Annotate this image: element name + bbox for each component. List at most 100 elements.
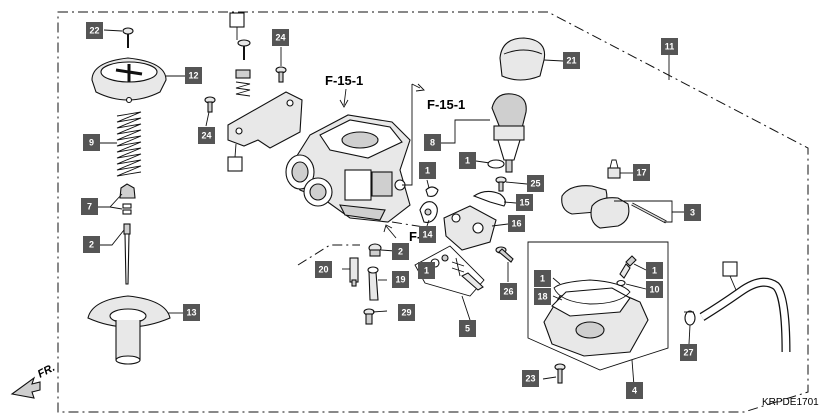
ref-f15-1-b[interactable]: F-15-1 [427, 97, 465, 112]
drain-screw-10 [616, 255, 637, 287]
connector-17 [607, 159, 621, 179]
callout-29[interactable]: 29 [398, 304, 415, 321]
blank-box-b [227, 156, 243, 172]
clip-15 [472, 190, 506, 207]
svg-text:24: 24 [201, 131, 211, 141]
callout-9[interactable]: 9 [83, 134, 100, 151]
leader [98, 206, 123, 210]
callout-8[interactable]: 8 [424, 134, 441, 151]
callout-1c[interactable]: 1 [418, 262, 435, 279]
callout-24b[interactable]: 24 [198, 127, 215, 144]
jet-needle-2 [123, 223, 131, 285]
callout-10[interactable]: 10 [646, 281, 663, 298]
front-arrow-icon [10, 376, 41, 399]
screw-23 [554, 363, 566, 384]
auto-bystarter-8 [491, 93, 527, 173]
callout-1a[interactable]: 1 [459, 152, 476, 169]
svg-text:22: 22 [89, 26, 99, 36]
svg-text:5: 5 [465, 324, 470, 334]
svg-text:16: 16 [511, 219, 521, 229]
callout-1e[interactable]: 1 [646, 262, 663, 279]
callout-16[interactable]: 16 [508, 215, 525, 232]
blank-box-a [229, 12, 245, 28]
svg-text:25: 25 [530, 179, 540, 189]
float-chamber-group [527, 241, 669, 371]
screw-24-top [275, 66, 287, 83]
svg-text:8: 8 [430, 138, 435, 148]
svg-text:17: 17 [636, 168, 646, 178]
callout-22[interactable]: 22 [86, 22, 103, 39]
svg-text:12: 12 [188, 71, 198, 81]
callout-23[interactable]: 23 [522, 370, 539, 387]
float-chamber-4 [543, 287, 649, 357]
svg-text:18: 18 [537, 292, 547, 302]
svg-text:1: 1 [652, 266, 657, 276]
svg-text:11: 11 [665, 42, 675, 52]
svg-text:3: 3 [690, 208, 695, 218]
svg-text:2: 2 [398, 247, 403, 257]
callout-15[interactable]: 15 [516, 194, 533, 211]
svg-text:29: 29 [401, 308, 411, 318]
top-cover-12 [91, 57, 167, 104]
callout-14[interactable]: 14 [419, 226, 436, 243]
svg-text:20: 20 [318, 265, 328, 275]
bracket [227, 91, 303, 149]
screw-set [235, 39, 251, 97]
callout-18[interactable]: 18 [534, 288, 551, 305]
callout-1d[interactable]: 1 [534, 270, 551, 287]
diaphragm-13 [87, 295, 171, 365]
cover-21 [499, 37, 546, 81]
svg-text:27: 27 [683, 348, 693, 358]
callout-19[interactable]: 19 [392, 271, 409, 288]
diagram-code: KRPDE1701 [762, 397, 819, 408]
svg-text:1: 1 [424, 266, 429, 276]
outer-frame [57, 11, 809, 413]
svg-text:13: 13 [186, 308, 196, 318]
spring-9 [116, 111, 142, 177]
callout-2b[interactable]: 2 [392, 243, 409, 260]
callout-7[interactable]: 7 [81, 198, 98, 215]
leader [98, 193, 123, 208]
needle-holder-7 [119, 183, 136, 215]
svg-text:14: 14 [422, 230, 432, 240]
callout-20[interactable]: 20 [315, 261, 332, 278]
float-3 [561, 185, 667, 229]
svg-text:1: 1 [465, 156, 470, 166]
callout-21[interactable]: 21 [563, 52, 580, 69]
direction-label: FR. [36, 362, 57, 381]
svg-text:4: 4 [632, 386, 637, 396]
callout-13[interactable]: 13 [183, 304, 200, 321]
callout-3[interactable]: 3 [684, 204, 701, 221]
leader [100, 229, 125, 246]
screw-24-left [204, 96, 216, 113]
callout-24a[interactable]: 24 [272, 29, 289, 46]
callout-11[interactable]: 11 [661, 38, 678, 55]
gasket-18 [553, 279, 631, 305]
screw-19 [367, 266, 379, 301]
svg-text:21: 21 [566, 56, 576, 66]
callout-25[interactable]: 25 [527, 175, 544, 192]
screw-22 [122, 27, 134, 48]
callout-1b[interactable]: 1 [419, 162, 436, 179]
callout-17[interactable]: 17 [633, 164, 650, 181]
plug-29 [363, 308, 375, 325]
o-ring-1 [487, 159, 505, 169]
callout-26[interactable]: 26 [500, 283, 517, 300]
callout-4[interactable]: 4 [626, 382, 643, 399]
drain-tube [699, 277, 791, 353]
svg-text:10: 10 [649, 285, 659, 295]
screw-26 [495, 246, 514, 263]
callout-2a[interactable]: 2 [83, 236, 100, 253]
callout-5[interactable]: 5 [459, 320, 476, 337]
clamp-27 [684, 310, 696, 326]
ref-f15-1-a[interactable]: F-15-1 [325, 73, 363, 88]
svg-text:7: 7 [87, 202, 92, 212]
callout-12[interactable]: 12 [185, 67, 202, 84]
svg-text:15: 15 [519, 198, 529, 208]
svg-text:19: 19 [395, 275, 405, 285]
gasket-14 [419, 186, 439, 223]
callout-27[interactable]: 27 [680, 344, 697, 361]
svg-text:24: 24 [275, 33, 285, 43]
